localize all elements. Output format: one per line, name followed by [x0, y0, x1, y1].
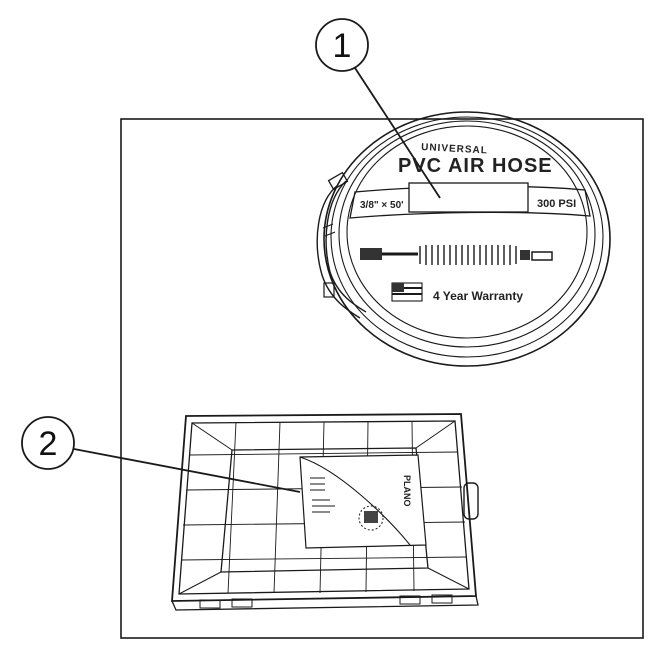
- callout-2: 2: [21, 416, 301, 493]
- hose-label-title: PVC AIR HOSE: [398, 155, 553, 177]
- organizer-barcode-icon: [364, 511, 378, 523]
- warranty-flag-icon: [391, 282, 423, 302]
- callout-2-leader: [73, 448, 301, 493]
- organizer-box: PLANO: [171, 413, 479, 611]
- callout-1: 1: [315, 18, 441, 199]
- organizer-insert-card: [299, 454, 427, 549]
- hose-barcode-sticker: [408, 182, 529, 213]
- organizer-latch: [463, 482, 479, 520]
- diagram-frame: [120, 118, 644, 639]
- hose-label-size: 3/8" × 50': [360, 200, 404, 211]
- hose-label-hose-icon: [360, 245, 553, 265]
- callout-2-number: 2: [39, 425, 58, 463]
- callout-1-leader: [354, 67, 441, 199]
- hose-label-pressure: 300 PSI: [537, 198, 576, 210]
- air-hose-coil: UNIVERSAL PVC AIR HOSE 3/8" × 50' 300 PS…: [316, 111, 611, 367]
- hose-label-warranty: 4 Year Warranty: [433, 289, 523, 303]
- organizer-label-brand: PLANO: [402, 475, 412, 507]
- callout-1-number: 1: [333, 27, 352, 65]
- hose-label-brand: UNIVERSAL: [421, 142, 488, 156]
